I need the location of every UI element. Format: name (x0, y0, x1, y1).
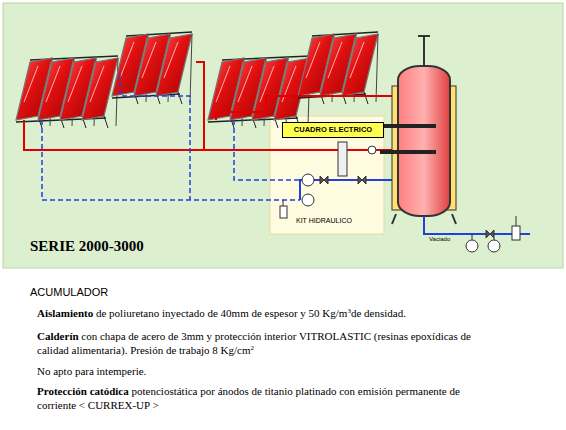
solar-collectors (16, 32, 378, 128)
spec-term: Protección catódica (37, 385, 129, 397)
superscript: 3 (347, 307, 351, 315)
support-leg (104, 116, 108, 128)
spec-term: Calderín (37, 330, 79, 342)
pump (302, 174, 314, 186)
kit-region: KIT HIDRAULICO CUADRO ELECTRICO (270, 116, 384, 234)
node-label: CUADRO ELECTRICO (283, 123, 383, 137)
spec-text-run: potenciostática por ánodos de titanio pl… (37, 385, 460, 411)
gauge (466, 240, 478, 252)
support-leg (376, 34, 378, 102)
heating-element (380, 124, 436, 128)
collector-panel (82, 58, 118, 120)
valve (512, 226, 520, 240)
panel-glare (216, 66, 230, 102)
pipe (472, 234, 473, 240)
spec-paragraph: No apto para intemperie. (37, 364, 477, 378)
storage-tank (378, 36, 530, 252)
cold-supply (300, 180, 392, 200)
panel-glare (68, 66, 82, 102)
drain-label: Vaciado (428, 236, 451, 242)
cold-pipes (42, 74, 300, 200)
valve (358, 176, 366, 184)
panel-glare (306, 42, 320, 78)
cold-pipe (42, 120, 300, 200)
support-leg (364, 92, 368, 104)
pipe (283, 200, 284, 206)
spec-term: Aislamiento (37, 307, 93, 319)
superscript: 2 (251, 344, 255, 352)
spec-text-run: con chapa de acero de 3mm y protección i… (37, 330, 471, 356)
heating-element (380, 150, 436, 154)
cold-pipe (300, 180, 392, 200)
panel-glare (24, 66, 38, 102)
panel-glare (142, 42, 156, 78)
hot-outlet (418, 35, 430, 37)
gauge (368, 146, 376, 154)
kit-components (280, 142, 376, 218)
panel-glare (46, 66, 60, 102)
valve (486, 230, 494, 238)
spec-paragraph: Calderín con chapa de acero de 3mm y pro… (37, 329, 477, 357)
spec-paragraph: Aislamiento de poliuretano inyectado de … (37, 306, 477, 320)
hot-pipes (24, 62, 392, 150)
pipe (494, 238, 495, 240)
spec-text-run: No apto para intemperie. (37, 365, 146, 377)
node-label: KIT HIDRAULICO (296, 217, 352, 224)
support-leg (178, 92, 182, 104)
section-heading: ACUMULADOR (30, 286, 470, 298)
valve (320, 176, 328, 184)
tank-body (398, 66, 450, 216)
panel-glare (350, 42, 364, 78)
spec-text-run: de poliuretano inyectado de 40mm de espe… (96, 307, 347, 319)
hot-outlet (423, 36, 425, 66)
support-leg (190, 34, 192, 102)
flowmeter (338, 142, 347, 176)
hot-pipe (216, 96, 392, 120)
panel-glare (238, 66, 252, 102)
panel-glare (90, 66, 104, 102)
panel-glare (328, 42, 342, 78)
spec-paragraph: Protección catódica potenciostática por … (37, 384, 477, 412)
spec-text-run: de densidad. (351, 307, 406, 319)
gauge (488, 240, 500, 252)
hot-pipe (24, 120, 392, 150)
panel-glare (164, 42, 178, 78)
pump (302, 194, 314, 206)
expansion-vessel (280, 206, 287, 218)
diagram-panel (3, 3, 563, 268)
collector-panel (156, 34, 192, 96)
diagram-title: SERIE 2000-3000 (30, 238, 144, 255)
kit-region (270, 116, 384, 234)
panel-glare (120, 42, 134, 78)
spec-text-run: ACUMULADOR (30, 286, 108, 298)
control-panel-box: CUADRO ELECTRICO (282, 122, 384, 138)
cold-pipe (120, 74, 190, 200)
collector-panel (342, 34, 378, 96)
hot-pipe (196, 62, 204, 150)
pipe (516, 216, 517, 226)
